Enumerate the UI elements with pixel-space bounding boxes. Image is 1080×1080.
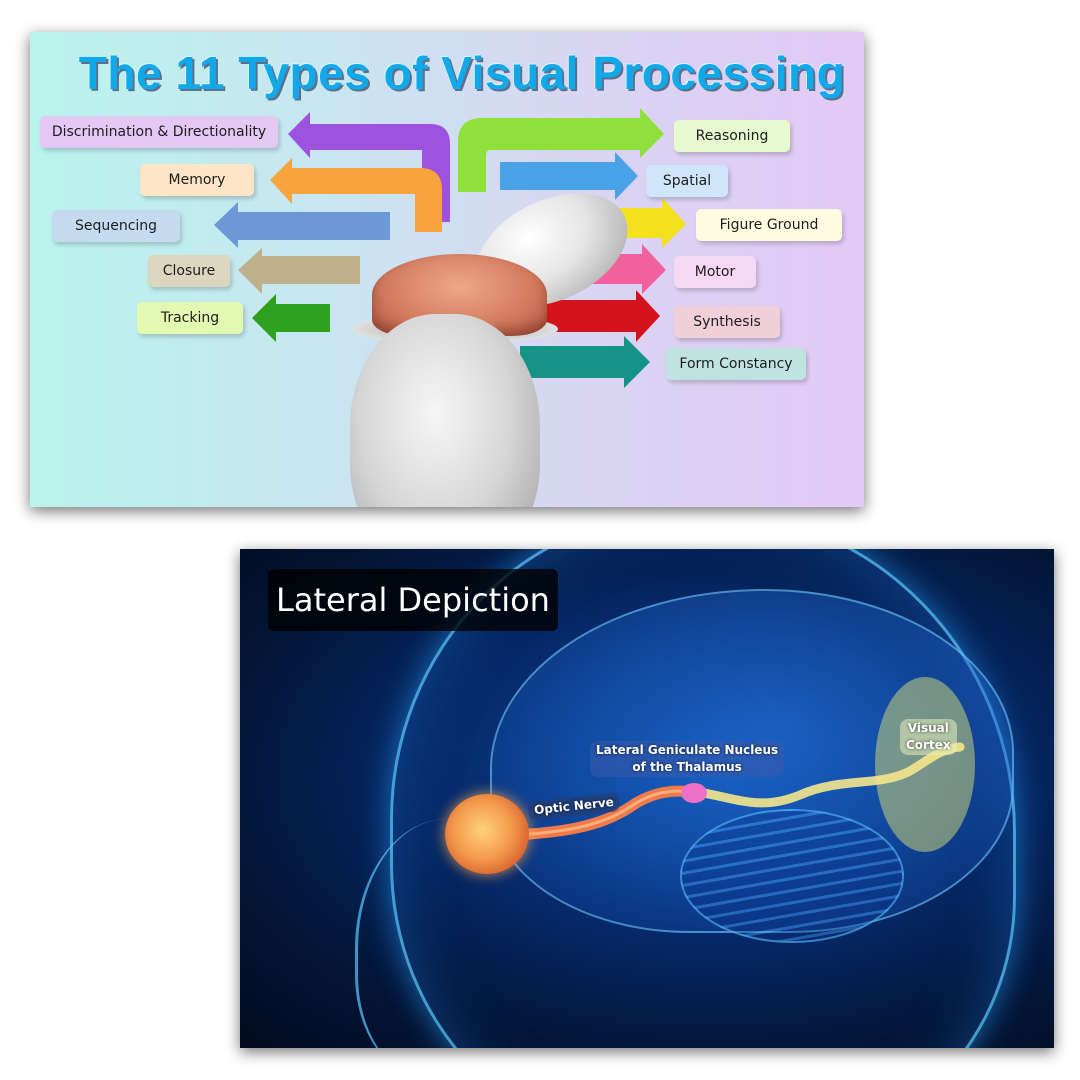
- lateral-depiction-slide: Lateral Depiction Optic Nerve Lateral Ge…: [240, 549, 1054, 1048]
- visual-cortex-label: Visual Cortex: [900, 719, 957, 755]
- mannequin-head-image: [330, 294, 560, 507]
- label-discrimination: Discrimination & Directionality: [40, 116, 278, 148]
- label-closure: Closure: [148, 255, 230, 287]
- label-spatial: Spatial: [646, 165, 728, 197]
- visual-pathway: [484, 742, 965, 842]
- label-memory: Memory: [140, 164, 254, 196]
- slide-title: Lateral Depiction: [268, 569, 558, 631]
- visual-processing-slide: The 11 Types of Visual Processing Discri…: [30, 32, 864, 507]
- face-profile: [355, 819, 538, 1048]
- label-tracking: Tracking: [137, 302, 243, 334]
- slide-title: The 11 Types of Visual Processing: [78, 47, 846, 99]
- eye: [445, 794, 529, 874]
- label-synthesis: Synthesis: [674, 306, 780, 338]
- label-form-constancy: Form Constancy: [666, 348, 806, 380]
- label-reasoning: Reasoning: [674, 120, 790, 152]
- label-motor: Motor: [674, 256, 756, 288]
- label-sequencing: Sequencing: [52, 210, 180, 242]
- lgn-label: Lateral Geniculate Nucleus of the Thalam…: [590, 741, 785, 777]
- label-figure-ground: Figure Ground: [696, 209, 842, 241]
- cerebellum: [680, 809, 904, 943]
